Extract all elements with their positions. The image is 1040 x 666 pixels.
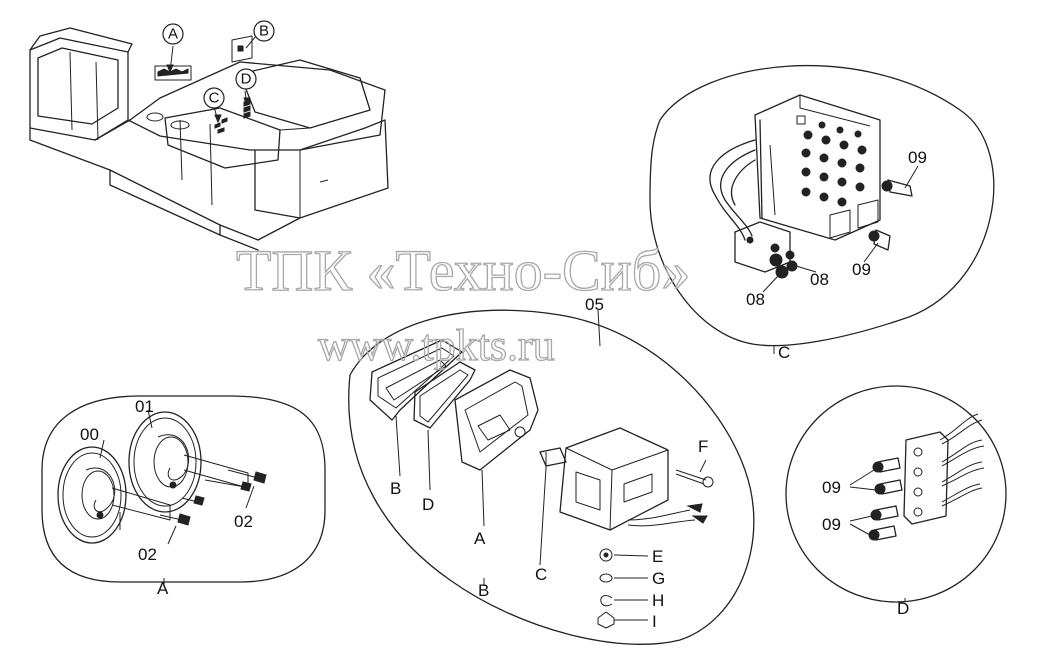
label-d-frame: D	[422, 495, 434, 514]
label-09-upper-d: 09	[822, 478, 841, 497]
detail-c: 09 09 08 08 C	[649, 65, 995, 362]
label-02-right: 02	[234, 512, 253, 531]
detail-a-caption: A	[157, 579, 169, 598]
callout-c	[203, 87, 225, 109]
label-08-left: 08	[746, 290, 765, 309]
label-09-lower-d: 09	[822, 515, 841, 534]
label-a-lens: A	[474, 529, 486, 548]
callout-b	[253, 20, 275, 42]
label-i-nut: I	[652, 612, 657, 631]
label-01: 01	[135, 397, 154, 416]
callout-b-label: B	[259, 23, 269, 40]
label-00: 00	[80, 425, 99, 444]
watermark-url: www.tpkts.ru	[318, 321, 555, 370]
label-09-lower: 09	[852, 260, 871, 279]
excavator-overview: A B C D	[29, 20, 389, 251]
label-g-washer: G	[652, 569, 665, 588]
label-02-left: 02	[138, 545, 157, 564]
callout-c-label: C	[209, 90, 220, 107]
callout-a-label: A	[168, 26, 178, 43]
label-05: 05	[585, 295, 604, 314]
label-h-washer: H	[652, 591, 664, 610]
detail-a: 00 01 02 02 A	[41, 395, 326, 598]
callout-d	[235, 68, 257, 90]
detail-d-caption: D	[897, 599, 909, 618]
callout-a	[162, 23, 184, 45]
detail-b-caption: B	[478, 581, 489, 600]
detail-d: 09 09 D	[785, 385, 1007, 618]
label-b-gasket: B	[390, 479, 401, 498]
label-08-right: 08	[810, 270, 829, 289]
watermark-company: ТПК «Техно-Сиб»	[236, 238, 690, 303]
label-09-upper: 09	[908, 148, 927, 167]
detail-c-caption: C	[778, 343, 790, 362]
label-e-washer: E	[652, 547, 663, 566]
callout-d-label: D	[241, 71, 252, 88]
label-c-bulb: C	[535, 565, 547, 584]
label-f-screw: F	[698, 437, 708, 456]
detail-b: 05 B D A C F E G H I B	[348, 295, 755, 645]
